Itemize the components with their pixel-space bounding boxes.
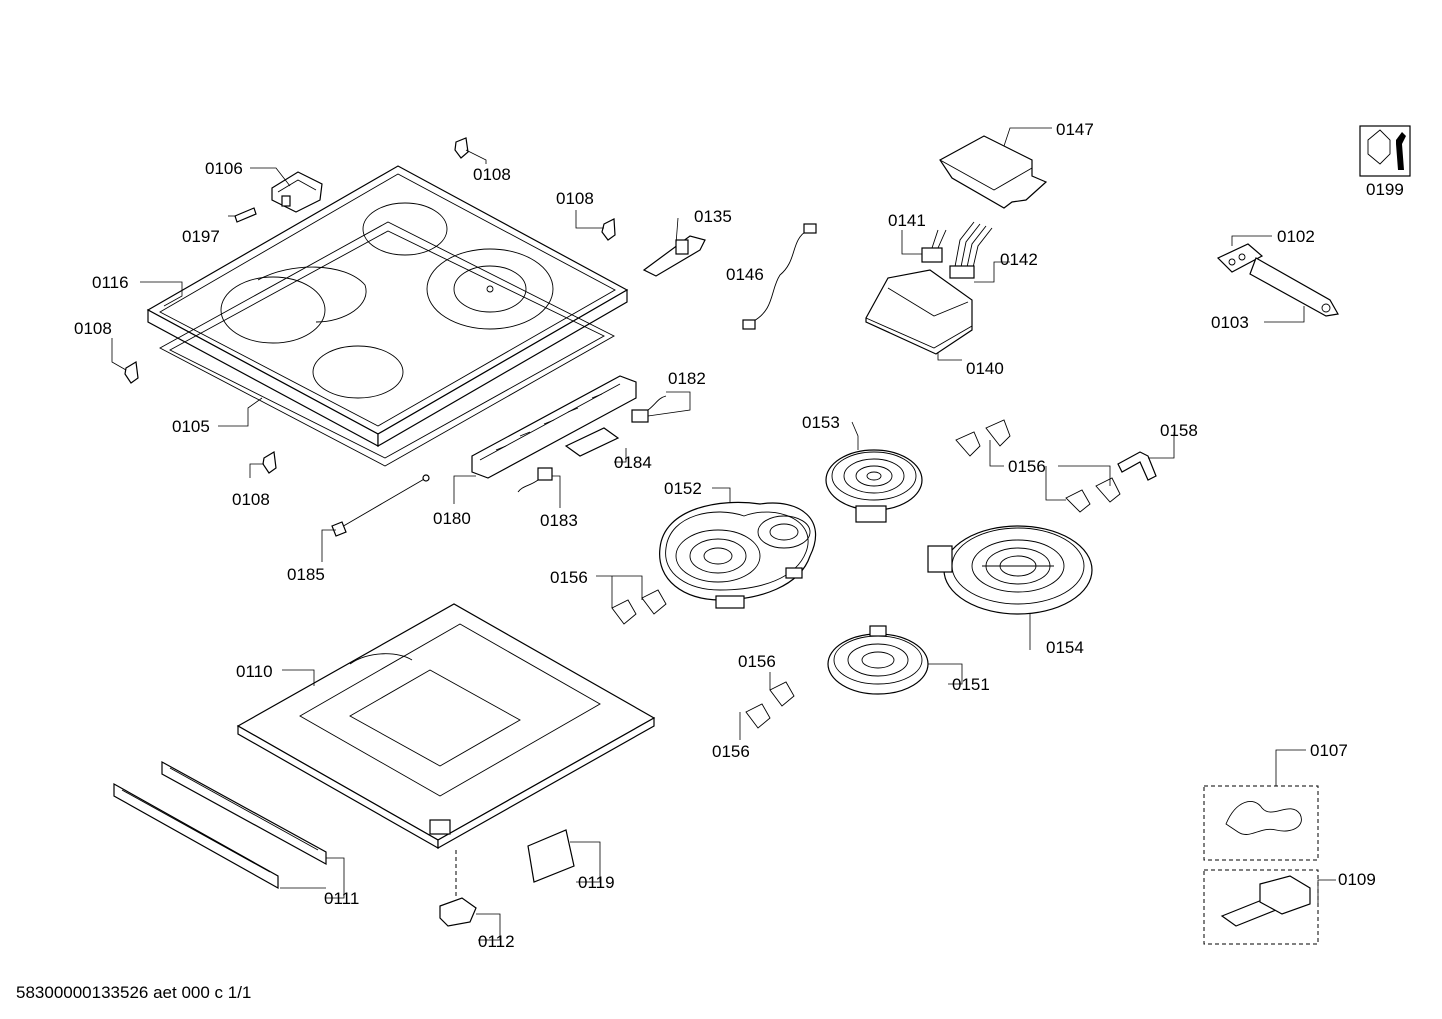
- rating-label-0119: [527, 829, 575, 883]
- sensor-rod-0185: [331, 474, 430, 537]
- part-label-0153: 0153: [802, 413, 840, 432]
- part-label-0184: 0184: [614, 453, 652, 472]
- part-label-0119: 0119: [578, 873, 615, 892]
- part-label-0141: 0141: [888, 211, 926, 230]
- control-module-0180: [471, 375, 637, 479]
- part-label-0135: 0135: [694, 207, 732, 226]
- clip-0108-left: [124, 361, 139, 384]
- part-label-0116: 0116: [92, 273, 129, 292]
- part-label-0199: 0199: [1366, 180, 1404, 199]
- part-label-0197: 0197: [182, 227, 220, 246]
- cable-0146: [742, 223, 817, 330]
- part-label-0182: 0182: [668, 369, 706, 388]
- connector-0182: [631, 395, 667, 423]
- heating-element-0152: [659, 501, 817, 609]
- hinge-bar-0103: [1249, 257, 1339, 317]
- spring-clips-0156-lower: [745, 681, 795, 729]
- part-label-0180: 0180: [433, 509, 471, 528]
- cover-0147: [939, 135, 1048, 209]
- kit-box-0109: [1203, 869, 1319, 945]
- part-label-0108-mid: 0108: [556, 189, 594, 208]
- wires-0142: [949, 221, 993, 279]
- bottom-tray-0110: [236, 603, 656, 850]
- part-label-0151: 0151: [952, 675, 990, 694]
- foot-0112: [439, 850, 477, 927]
- sensor-housing-0106: [271, 171, 323, 213]
- part-label-0156-lower-top: 0156: [738, 652, 776, 671]
- part-label-0107: 0107: [1310, 741, 1348, 760]
- bracket-0135: [642, 235, 706, 277]
- part-label-0102: 0102: [1277, 227, 1315, 246]
- connector-0183: [517, 467, 553, 493]
- part-label-0140: 0140: [966, 359, 1004, 378]
- part-labels: 0106 0108 0197 0116 0108 0108 0105 0108 …: [74, 120, 1404, 951]
- frame-seal: [159, 221, 615, 467]
- part-label-0110: 0110: [236, 662, 273, 681]
- plate-0184: [564, 427, 620, 457]
- drawing-footer: 58300000133526 aet 000 c 1/1: [16, 983, 251, 1002]
- mounting-rail-0111-a: [161, 760, 327, 866]
- part-label-0109: 0109: [1338, 870, 1376, 889]
- part-label-0158: 0158: [1160, 421, 1198, 440]
- heating-element-0151: [827, 625, 929, 695]
- mounting-plate-0102: [1216, 243, 1264, 273]
- clip-0108-top: [454, 137, 469, 159]
- part-label-0108-top: 0108: [473, 165, 511, 184]
- part-label-0152: 0152: [664, 479, 702, 498]
- part-label-0147: 0147: [1056, 120, 1094, 139]
- clip-0108-mid: [601, 218, 616, 241]
- part-label-0108-bottom: 0108: [232, 490, 270, 509]
- part-label-0103: 0103: [1211, 313, 1249, 332]
- leader-lines: [111, 127, 1336, 941]
- part-label-0111: 0111: [324, 889, 359, 908]
- part-label-0142: 0142: [1000, 250, 1038, 269]
- connector-0141: [921, 229, 947, 263]
- part-label-0185: 0185: [287, 565, 325, 584]
- part-label-0112: 0112: [478, 932, 515, 951]
- kit-box-0107: [1203, 785, 1319, 861]
- heating-element-0153: [825, 449, 923, 523]
- glass-ceramic-top: [146, 165, 629, 448]
- wrench-tool-icon: [1359, 125, 1411, 177]
- spring-clips-0156-right: [1065, 477, 1121, 513]
- spring-clip-0158: [1117, 451, 1157, 481]
- part-label-0146: 0146: [726, 265, 764, 284]
- part-label-0156-left: 0156: [550, 568, 588, 587]
- part-label-0156-upper: 0156: [1008, 457, 1046, 476]
- part-label-0105: 0105: [172, 417, 210, 436]
- heating-element-0154: [927, 525, 1093, 615]
- terminal-box-0140: [865, 269, 973, 355]
- part-label-0154: 0154: [1046, 638, 1084, 657]
- spring-clips-0156-upper: [955, 419, 1011, 457]
- spring-clips-0156-left: [611, 589, 667, 625]
- part-label-0106: 0106: [205, 159, 243, 178]
- screw-0197: [234, 207, 257, 223]
- part-label-0183: 0183: [540, 511, 578, 530]
- part-label-0108-left: 0108: [74, 319, 112, 338]
- mounting-rail-0111-b: [113, 782, 279, 890]
- clip-0108-bottom: [262, 451, 277, 474]
- part-label-0156-lower-bottom: 0156: [712, 742, 750, 761]
